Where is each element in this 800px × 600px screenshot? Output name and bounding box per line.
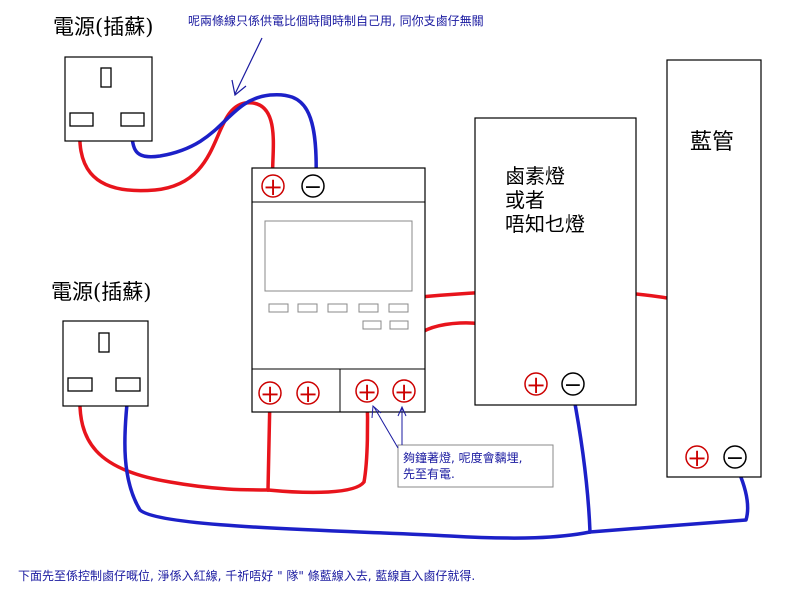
wire-blue-bottom-supply xyxy=(123,392,592,540)
tube-terminal-minus: − xyxy=(723,445,747,471)
wire-red-junction-right xyxy=(266,393,370,495)
svg-text:+: + xyxy=(263,173,283,201)
timer-terminal-top-plus: + xyxy=(261,173,285,201)
svg-text:−: − xyxy=(564,373,582,398)
neutral-pin-slot xyxy=(120,112,145,127)
svg-text:+: + xyxy=(687,444,707,472)
wire-blue-top-supply xyxy=(129,92,318,182)
power-socket-top xyxy=(64,56,153,142)
svg-text:+: + xyxy=(394,378,414,406)
tube-label: 藍管 xyxy=(690,130,734,155)
svg-text:−: − xyxy=(304,175,322,200)
tube-box: 藍管 xyxy=(666,59,762,478)
live-pin-slot xyxy=(67,377,93,392)
callout-line1: 夠鐘著燈, 呢度會黐埋, xyxy=(403,450,522,465)
timer-display xyxy=(264,220,413,292)
svg-text:+: + xyxy=(526,371,546,399)
wire-blue-tube-return xyxy=(588,468,750,534)
timer-terminal-bottom-2: + xyxy=(296,380,320,408)
callout-line2: 先至有電. xyxy=(403,467,455,481)
power-label-bottom: 電源(插蘇) xyxy=(51,280,151,304)
timer-terminal-bottom-4: + xyxy=(392,378,416,406)
lamp-label-line3: 唔知乜燈 xyxy=(505,212,585,236)
power-label-top: 電源(插蘇) xyxy=(53,15,153,39)
svg-text:+: + xyxy=(357,378,377,406)
lamp-box: 鹵素燈 或者 唔知乜燈 xyxy=(474,117,637,406)
timer-terminal-bottom-3: + xyxy=(355,378,379,406)
callout-pointers xyxy=(371,404,407,449)
power-socket-bottom xyxy=(62,320,149,407)
timer-switch xyxy=(251,167,426,413)
tube-terminal-plus: + xyxy=(685,444,709,472)
wire-red-top-supply xyxy=(77,101,276,193)
svg-text:+: + xyxy=(298,380,318,408)
svg-text:+: + xyxy=(260,380,280,408)
earth-pin-slot xyxy=(98,332,110,353)
lamp-terminal-minus: − xyxy=(561,372,585,398)
bottom-note: 下面先至係控制鹵仔嘅位, 淨係入紅線, 千祈唔好 " 隊" 條藍線入去, 藍線直… xyxy=(18,568,475,583)
timer-terminal-bottom-1: + xyxy=(258,380,282,408)
svg-text:−: − xyxy=(726,446,744,471)
wire-blue-lamp-return xyxy=(571,391,592,534)
neutral-pin-slot xyxy=(115,377,141,392)
callout-box: 夠鐘著燈, 呢度會黐埋, 先至有電. xyxy=(397,444,554,488)
timer-buttons xyxy=(268,303,409,330)
earth-pin-slot xyxy=(100,67,112,88)
arrow-note-pointer xyxy=(231,37,263,97)
wire-red-bottom-supply xyxy=(78,392,270,492)
timer-terminal-top-minus: − xyxy=(301,174,325,200)
lamp-label-line1: 鹵素燈 xyxy=(505,164,565,188)
lamp-terminal-plus: + xyxy=(524,371,548,399)
lamp-label-line2: 或者 xyxy=(505,188,545,212)
live-pin-slot xyxy=(69,112,94,127)
arrow-note: 呢兩條線只係供電比個時間時制自己用, 同你支鹵仔無關 xyxy=(188,13,484,28)
